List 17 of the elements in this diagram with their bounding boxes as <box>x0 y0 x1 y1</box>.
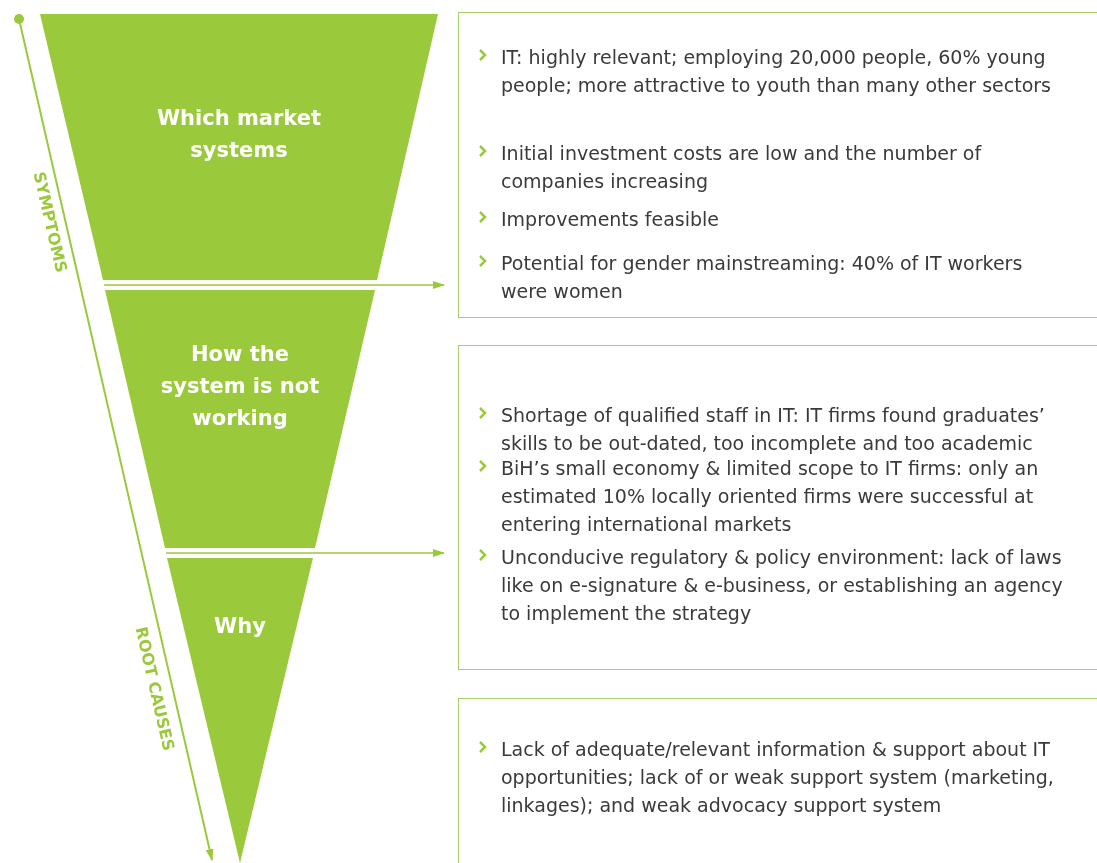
bullet-text: Potential for gender mainstreaming: 40% of IT workers were women <box>501 251 1024 304</box>
text-panel <box>458 345 1097 670</box>
stage-title: Which market systems <box>155 105 323 164</box>
bullet-text: BiH’s small economy & limited scope to IT firms: only an estimated 10% locally oriented firms were successful at entering international markets <box>501 456 1040 537</box>
bullet-text: IT: highly relevant; employing 20,000 people, 60% young people; more attractive to youth than many other sectors <box>501 45 1052 98</box>
stage-title: How the system is not working <box>159 341 321 432</box>
bullet-text: Shortage of qualified staff in IT: IT firms found graduates’ skills to be out-dated, too incomplete and too academic <box>501 403 1046 456</box>
arrow <box>103 281 445 289</box>
stage-title: Why <box>214 613 266 640</box>
bullet-text: Lack of adequate/relevant information & support about IT opportunities; lack of or weak support system (marketing, linkages); and weak advocacy support system <box>501 737 1055 818</box>
text-panel <box>458 698 1097 863</box>
bullet-text: Improvements feasible <box>501 207 719 232</box>
bullet-text: Unconducive regulatory & policy environment: lack of laws like on e-signature & e-business, or establishing an agency to implement the strategy <box>501 545 1064 626</box>
axis-label: ROOT CAUSES <box>131 625 179 753</box>
bullet-text: Initial investment costs are low and the number of companies increasing <box>501 141 983 194</box>
text-panel <box>458 12 1097 318</box>
arrow <box>165 549 445 557</box>
